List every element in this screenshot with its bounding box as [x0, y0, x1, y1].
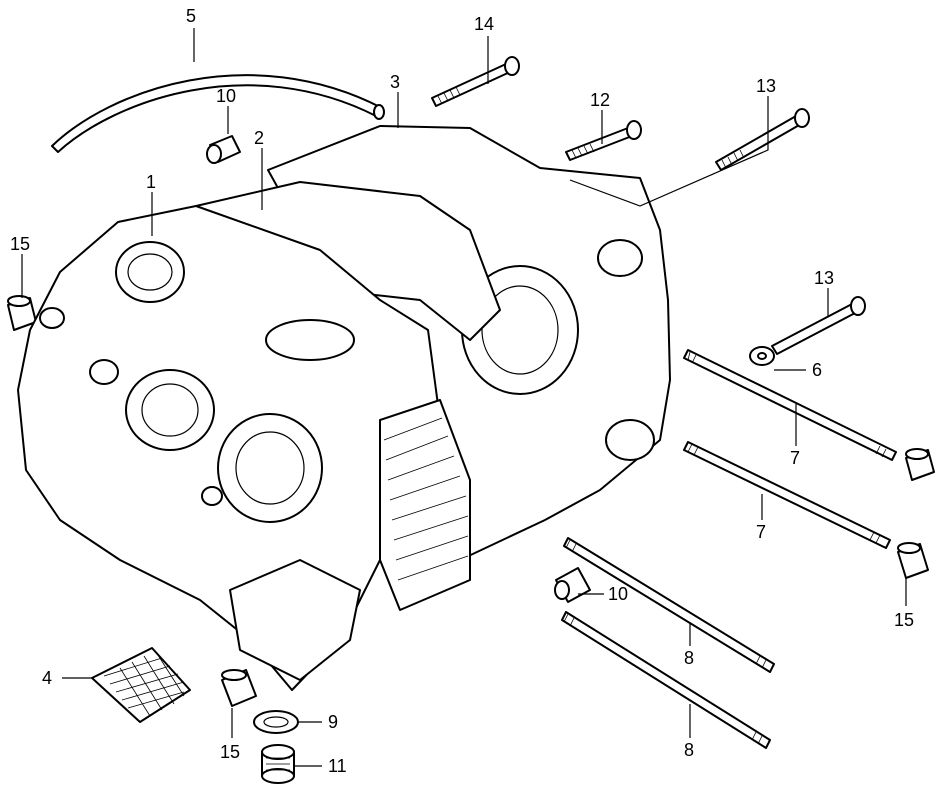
bolt-12 [565, 120, 642, 161]
callout-13-lower: 13 [814, 268, 834, 288]
callout-9: 9 [328, 712, 338, 732]
bolt-13-lower [749, 296, 866, 366]
breather-tube [51, 74, 385, 153]
callout-4: 4 [42, 668, 52, 688]
callout-2: 2 [254, 128, 264, 148]
callout-11: 11 [328, 756, 347, 776]
callout-12: 12 [590, 90, 610, 110]
callout-1: 1 [146, 172, 156, 192]
callout-15-bottom: 15 [220, 742, 240, 762]
drain-plug [261, 744, 295, 784]
callout-5: 5 [186, 6, 196, 26]
callouts: 5 10 2 3 1 15 14 12 13 13 6 7 7 15 10 8 … [10, 6, 914, 776]
stud-7-lower [683, 441, 891, 549]
callout-7-lower: 7 [756, 522, 766, 542]
callout-8-upper: 8 [684, 648, 694, 668]
callout-8-lower: 8 [684, 740, 694, 760]
stud-8-lower [561, 611, 771, 749]
stud-8-upper [563, 537, 775, 673]
stud-7-upper [683, 349, 897, 461]
callout-15-right: 15 [894, 610, 914, 630]
dowel-pin-right [897, 542, 929, 579]
dowel-pin-bottom-left [221, 669, 257, 707]
callout-10-bottom: 10 [608, 584, 628, 604]
callout-6: 6 [812, 360, 822, 380]
callout-14: 14 [474, 14, 494, 34]
dowel-pin-top [206, 135, 241, 164]
leader-lines [21, 28, 907, 767]
sealing-washer [253, 710, 299, 734]
callout-7-upper: 7 [790, 448, 800, 468]
bolt-14 [431, 56, 520, 107]
oil-strainer-screen [91, 647, 191, 723]
callout-3: 3 [390, 72, 400, 92]
dowel-pin-bottom [554, 567, 591, 603]
dowel-pin-right-upper [905, 448, 935, 481]
callout-15-left: 15 [10, 234, 30, 254]
callout-13-upper: 13 [756, 76, 776, 96]
crankcase-assembly [17, 125, 671, 691]
bolt-13-upper [715, 108, 810, 171]
callout-10-top: 10 [216, 86, 236, 106]
